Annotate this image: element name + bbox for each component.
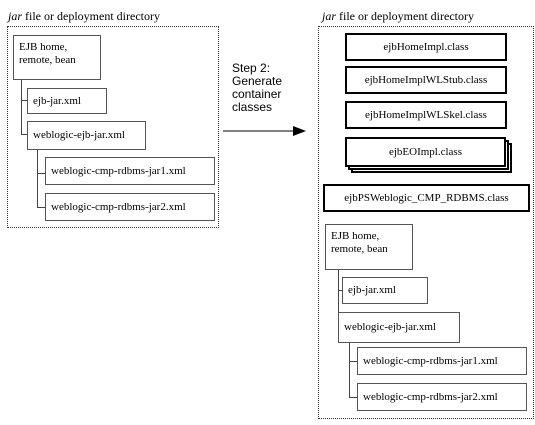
- right-cmp-jar1-label: weblogic-cmp-rdbms-jar1.xml: [363, 354, 498, 367]
- right-cmp-jar1-box: weblogic-cmp-rdbms-jar1.xml: [357, 347, 527, 375]
- right-tree-line: [338, 290, 342, 291]
- left-tree-line: [37, 173, 45, 174]
- step-line-2: Generate: [232, 74, 283, 88]
- left-cmp-jar2-label: weblogic-cmp-rdbms-jar2.xml: [51, 200, 186, 213]
- step-label: Step 2: Generate container classes: [232, 62, 282, 114]
- left-weblogic-ejb-jar-xml-box: weblogic-ejb-jar.xml: [27, 121, 146, 150]
- right-home-stub-box: ejbHomeImplWLStub.class: [345, 66, 507, 94]
- right-ejb-home-label: EJB home, remote, bean: [331, 230, 388, 255]
- step-line-4: classes: [232, 100, 273, 114]
- right-ejb-jar-xml-box: ejb-jar.xml: [342, 277, 428, 304]
- right-weblogic-ejb-jar-xml-label: weblogic-ejb-jar.xml: [344, 321, 436, 333]
- right-tree-line: [338, 270, 339, 328]
- right-tree-line: [349, 343, 350, 398]
- left-tree-line: [37, 207, 45, 208]
- left-heading: jar file or deployment directory: [8, 9, 160, 24]
- right-home-impl-box: ejbHomeImpl.class: [345, 33, 507, 61]
- left-panel: [7, 26, 219, 228]
- right-home-skel-box: ejbHomeImplWLSkel.class: [345, 101, 507, 129]
- left-weblogic-ejb-jar-xml-label: weblogic-ejb-jar.xml: [33, 129, 125, 141]
- right-tree-line: [349, 361, 357, 362]
- left-ejb-home-box: EJB home, remote, bean: [13, 35, 101, 80]
- right-ejb-home-box: EJB home, remote, bean: [325, 224, 413, 270]
- right-home-stub-label: ejbHomeImplWLStub.class: [364, 73, 488, 86]
- right-home-impl-label: ejbHomeImpl.class: [383, 40, 469, 53]
- left-tree-line: [37, 150, 38, 208]
- step-line-1: Step 2:: [232, 61, 271, 75]
- right-ps-class-label: ejbPSWeblogic_CMP_RDBMS.class: [344, 191, 509, 204]
- right-home-skel-label: ejbHomeImplWLSkel.class: [365, 108, 487, 121]
- right-tree-line: [349, 397, 357, 398]
- step-arrow-head: [293, 126, 306, 136]
- right-eo-impl-label: ejbEOImpl.class: [388, 145, 462, 158]
- right-cmp-jar2-label: weblogic-cmp-rdbms-jar2.xml: [363, 390, 498, 403]
- step-line-3: container: [232, 87, 282, 101]
- right-heading-jar: jar: [322, 9, 337, 23]
- left-heading-rest: file or deployment directory: [22, 9, 160, 23]
- left-ejb-jar-xml-box: ejb-jar.xml: [27, 88, 107, 114]
- right-heading-rest: file or deployment directory: [336, 9, 474, 23]
- right-ps-class-box: ejbPSWeblogic_CMP_RDBMS.class: [323, 184, 530, 212]
- left-cmp-jar1-label: weblogic-cmp-rdbms-jar1.xml: [51, 164, 186, 177]
- left-tree-line: [21, 80, 22, 135]
- left-ejb-home-label: EJB home, remote, bean: [19, 41, 76, 66]
- left-heading-jar: jar: [8, 9, 23, 23]
- right-ejb-jar-xml-label: ejb-jar.xml: [348, 284, 396, 296]
- right-cmp-jar2-box: weblogic-cmp-rdbms-jar2.xml: [357, 383, 527, 411]
- left-ejb-jar-xml-label: ejb-jar.xml: [33, 94, 81, 107]
- left-cmp-jar2-box: weblogic-cmp-rdbms-jar2.xml: [45, 193, 215, 221]
- right-weblogic-ejb-jar-xml-box: weblogic-ejb-jar.xml: [338, 312, 460, 343]
- left-cmp-jar1-box: weblogic-cmp-rdbms-jar1.xml: [45, 157, 215, 185]
- right-panel: [318, 26, 534, 419]
- left-tree-line: [21, 100, 27, 101]
- right-heading: jar file or deployment directory: [322, 9, 474, 24]
- left-tree-line: [21, 134, 27, 135]
- right-eo-impl-box: ejbEOImpl.class: [345, 137, 506, 167]
